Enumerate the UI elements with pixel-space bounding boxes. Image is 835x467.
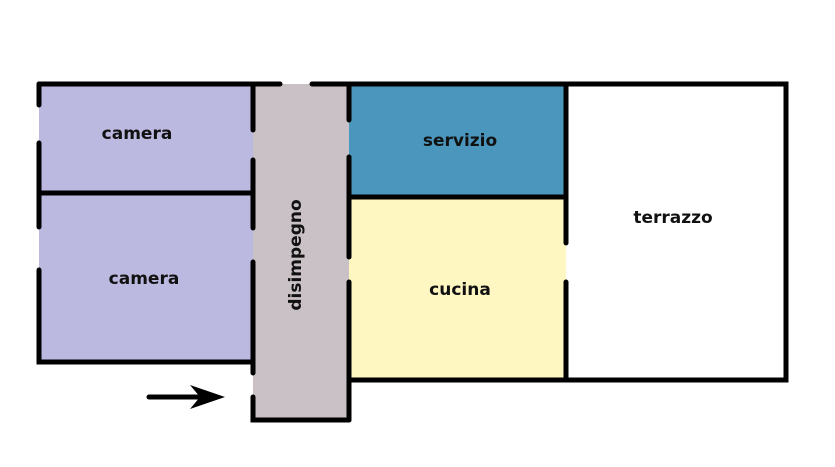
room-camera-1 — [39, 84, 253, 193]
label-servizio: servizio — [423, 131, 497, 151]
label-camera-2: camera — [109, 269, 180, 289]
room-camera-2 — [39, 193, 253, 362]
room-terrazzo — [566, 84, 786, 380]
label-terrazzo: terrazzo — [633, 208, 712, 228]
room-servizio — [349, 84, 566, 197]
arrow-right-icon — [146, 385, 225, 409]
walls — [36, 81, 789, 423]
room-disimpegno — [253, 84, 349, 420]
label-camera-1: camera — [102, 124, 173, 144]
label-cucina: cucina — [429, 280, 491, 300]
room-cucina — [349, 197, 566, 380]
label-disimpegno: disimpegno — [286, 199, 306, 310]
